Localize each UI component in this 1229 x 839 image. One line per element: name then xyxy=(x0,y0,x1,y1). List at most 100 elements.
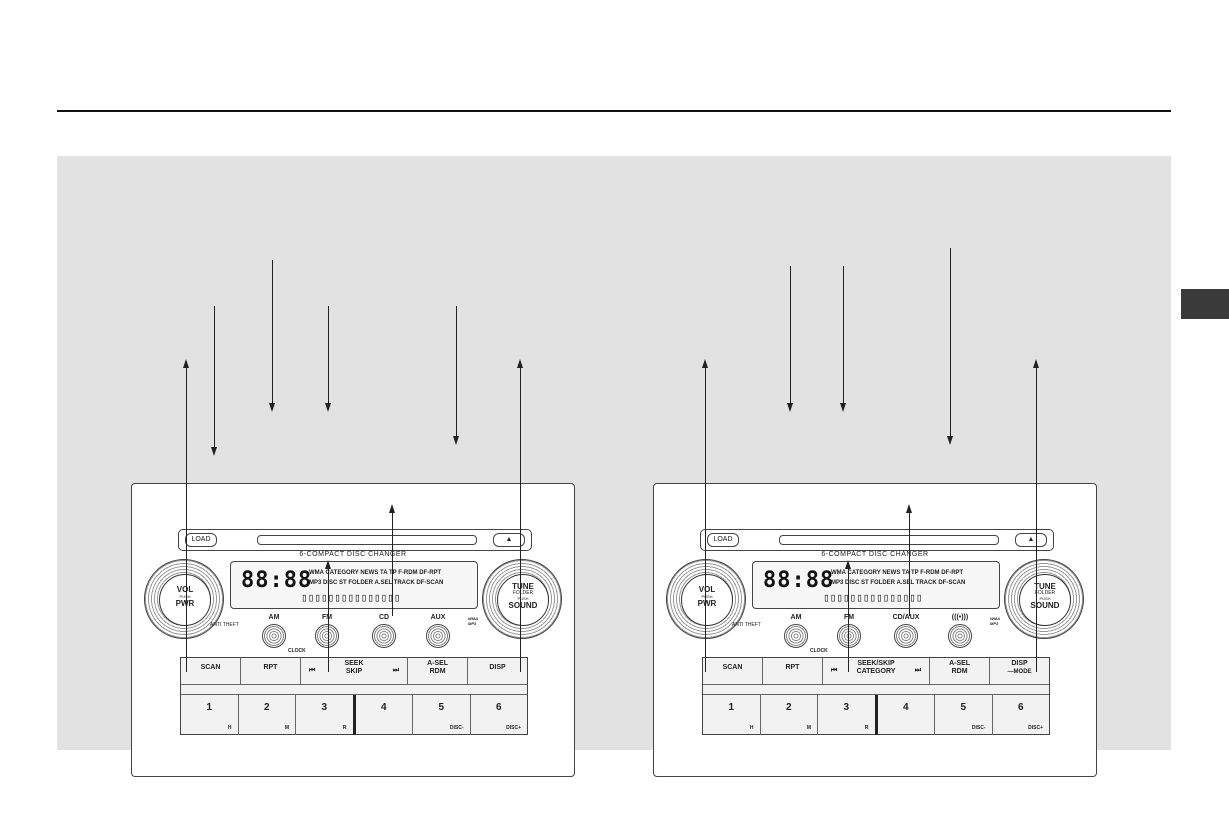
phone-button[interactable]: (((•))) xyxy=(940,613,980,648)
pwr-label: PWR xyxy=(697,599,717,608)
callout-asel xyxy=(950,248,951,437)
eject-button[interactable]: ▲ xyxy=(493,533,525,547)
vol-push-label: PUSH xyxy=(179,594,191,599)
callout-seek-skip xyxy=(909,512,910,616)
preset-4-button[interactable]: 4 xyxy=(878,695,935,735)
tune-sound-knob[interactable]: TUNE FOLDER PUSH SOUND xyxy=(482,559,562,639)
audio-unit-right: LOAD ▲ 6-COMPACT DISC CHANGER 88:88 WMA … xyxy=(653,483,1097,777)
vol-pwr-knob[interactable]: VOL PUSH PWR xyxy=(666,559,746,639)
button-bank: SCAN RPT SEEK/SKIP CATEGORY ⏮ ⏭ A-SEL RD… xyxy=(702,657,1050,735)
load-button[interactable]: LOAD xyxy=(707,533,739,547)
disc-slot xyxy=(257,535,477,545)
asel-rdm-button[interactable]: A-SEL RDM xyxy=(408,658,469,684)
tune-label: TUNE xyxy=(1034,582,1056,591)
callout-arrow xyxy=(840,403,846,412)
audio-unit-left: LOAD ▲ 6-COMPACT DISC CHANGER 88:88 WMA … xyxy=(131,483,575,777)
fm-button[interactable]: FM xyxy=(829,613,869,648)
seek-skip-category-button[interactable]: SEEK/SKIP CATEGORY ⏮ ⏭ xyxy=(823,658,931,684)
fm-button[interactable]: FM xyxy=(307,613,347,648)
rpt-button[interactable]: RPT xyxy=(241,658,301,684)
skip-forward-icon: ⏭ xyxy=(914,667,922,674)
cd-aux-button[interactable]: CD/AUX xyxy=(886,613,926,648)
display-digits: 88:88 xyxy=(763,568,835,593)
tune-push-label: PUSH xyxy=(517,596,529,601)
changer-label: 6-COMPACT DISC CHANGER xyxy=(299,551,407,558)
vol-pwr-knob[interactable]: VOL PUSH PWR xyxy=(144,559,224,639)
callout-fm xyxy=(843,266,844,404)
display-indicators-top: WMA CATEGORY NEWS TA TP F-RDM DF-RPT xyxy=(831,570,964,576)
display-indicators-bottom: MP3 DISC ST FOLDER A.SEL TRACK DF-SCAN xyxy=(309,580,444,586)
callout-vol-pwr xyxy=(186,367,187,672)
callout-tune-sound xyxy=(1036,367,1037,672)
callout-arrow xyxy=(702,359,708,368)
skip-back-icon: ⏮ xyxy=(308,667,316,674)
callout-presets xyxy=(328,568,329,672)
callout-vol-pwr xyxy=(705,367,706,672)
rpt-button[interactable]: RPT xyxy=(763,658,823,684)
disc-slot-bar: LOAD ▲ xyxy=(178,529,532,551)
skip-back-icon: ⏮ xyxy=(830,667,838,674)
am-button[interactable]: AM xyxy=(254,613,294,648)
tune-sound-knob[interactable]: TUNE FOLDER PUSH SOUND xyxy=(1004,559,1084,639)
sound-label: SOUND xyxy=(508,601,538,610)
seek-skip-button[interactable]: SEEK SKIP ⏮ ⏭ xyxy=(301,658,409,684)
callout-scan xyxy=(214,306,215,448)
eject-button[interactable]: ▲ xyxy=(1015,533,1047,547)
callout-am xyxy=(790,266,791,404)
callout-asel xyxy=(456,306,457,437)
callout-arrow xyxy=(211,447,217,456)
disc-slot-bar: LOAD ▲ xyxy=(700,529,1054,551)
preset-4-button[interactable]: 4 xyxy=(356,695,413,735)
section-tab xyxy=(1181,289,1229,319)
header-rule xyxy=(57,110,1171,112)
display-indicators-top: WMA CATEGORY NEWS TA TP F-RDM DF-RPT xyxy=(309,570,442,576)
asel-rdm-button[interactable]: A-SEL RDM xyxy=(930,658,991,684)
disc-slot xyxy=(779,535,999,545)
vol-label: VOL xyxy=(176,585,194,594)
callout-arrow xyxy=(325,403,331,412)
vol-label: VOL xyxy=(698,585,716,594)
folder-label: FOLDER xyxy=(512,590,534,596)
callout-arrow xyxy=(325,560,331,569)
clock-label: CLOCK xyxy=(288,648,306,654)
scan-button[interactable]: SCAN xyxy=(703,658,763,684)
callout-arrow xyxy=(517,359,523,368)
display-screen: 88:88 WMA CATEGORY NEWS TA TP F-RDM DF-R… xyxy=(230,561,478,609)
clock-label: CLOCK xyxy=(810,648,828,654)
illustration-panel: LOAD ▲ 6-COMPACT DISC CHANGER 88:88 WMA … xyxy=(57,156,1171,777)
disp-mode-button[interactable]: DISP —MODE xyxy=(1007,660,1032,675)
load-button[interactable]: LOAD xyxy=(185,533,217,547)
cd-button[interactable]: CD xyxy=(364,613,404,648)
changer-label: 6-COMPACT DISC CHANGER xyxy=(821,551,929,558)
callout-seek-skip xyxy=(392,512,393,616)
pwr-label: PWR xyxy=(175,599,195,608)
skip-forward-icon: ⏭ xyxy=(392,667,400,674)
callout-tune-sound xyxy=(520,367,521,672)
display-digits: 88:88 xyxy=(241,568,313,593)
scan-button[interactable]: SCAN xyxy=(181,658,241,684)
aux-button[interactable]: AUX xyxy=(418,613,458,648)
display-indicators-bottom: MP3 DISC ST FOLDER A.SEL TRACK DF-SCAN xyxy=(831,580,966,586)
tune-label: TUNE xyxy=(512,582,534,591)
display-text-segments: ▯▯▯▯▯▯▯▯▯▯▯▯▯▯▯ xyxy=(823,591,923,604)
am-button[interactable]: AM xyxy=(776,613,816,648)
disp-button[interactable]: DISP xyxy=(489,664,506,671)
anti-theft-label: ANTI THEFT xyxy=(732,622,761,628)
callout-arrow xyxy=(787,403,793,412)
vol-push-label: PUSH xyxy=(701,594,713,599)
anti-theft-label: ANTI THEFT xyxy=(210,622,239,628)
folder-label: FOLDER xyxy=(1034,590,1056,596)
callout-arrow xyxy=(183,359,189,368)
